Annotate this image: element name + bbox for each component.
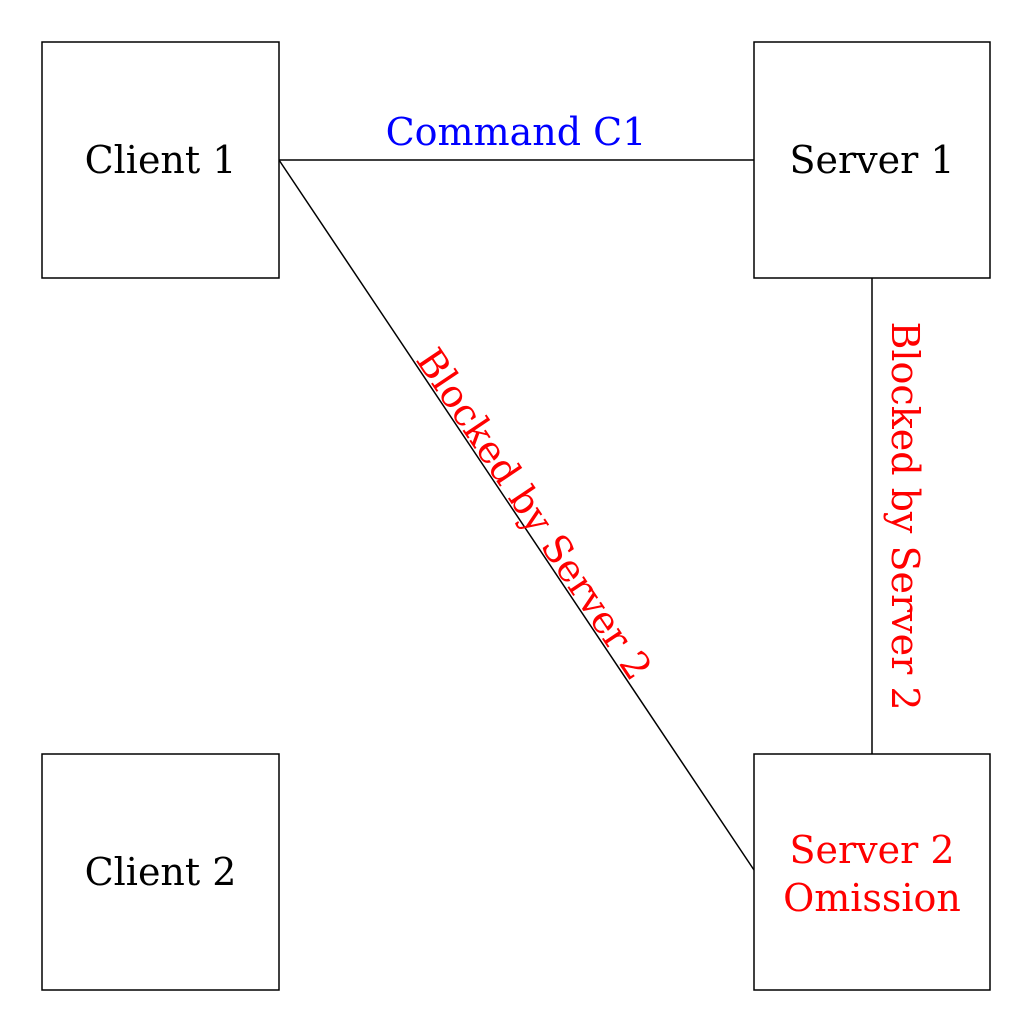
node-client-1: Client 1 xyxy=(41,41,280,279)
node-client-1-box xyxy=(41,41,280,279)
node-server-2: Server 2 Omission xyxy=(753,753,991,991)
node-server-1-box xyxy=(753,41,991,279)
edge-label-command-c1: Command C1 xyxy=(386,110,647,154)
edge-label-client1-server2-blocked: Blocked by Server 2 xyxy=(407,340,660,688)
node-server-1-label: Server 1 xyxy=(789,138,954,182)
node-client-2-box xyxy=(41,753,280,991)
node-client-2-label: Client 2 xyxy=(85,850,237,894)
node-server-2-label-line1: Server 2 xyxy=(789,828,954,872)
node-server-1: Server 1 xyxy=(753,41,991,279)
node-server-2-label-line2: Omission xyxy=(783,876,961,920)
edge-client1-server2 xyxy=(278,159,755,871)
node-server-2-box xyxy=(753,753,991,991)
node-client-1-label: Client 1 xyxy=(85,138,237,182)
edge-label-server1-server2-blocked: Blocked by Server 2 xyxy=(883,321,927,710)
node-client-2: Client 2 xyxy=(41,753,280,991)
